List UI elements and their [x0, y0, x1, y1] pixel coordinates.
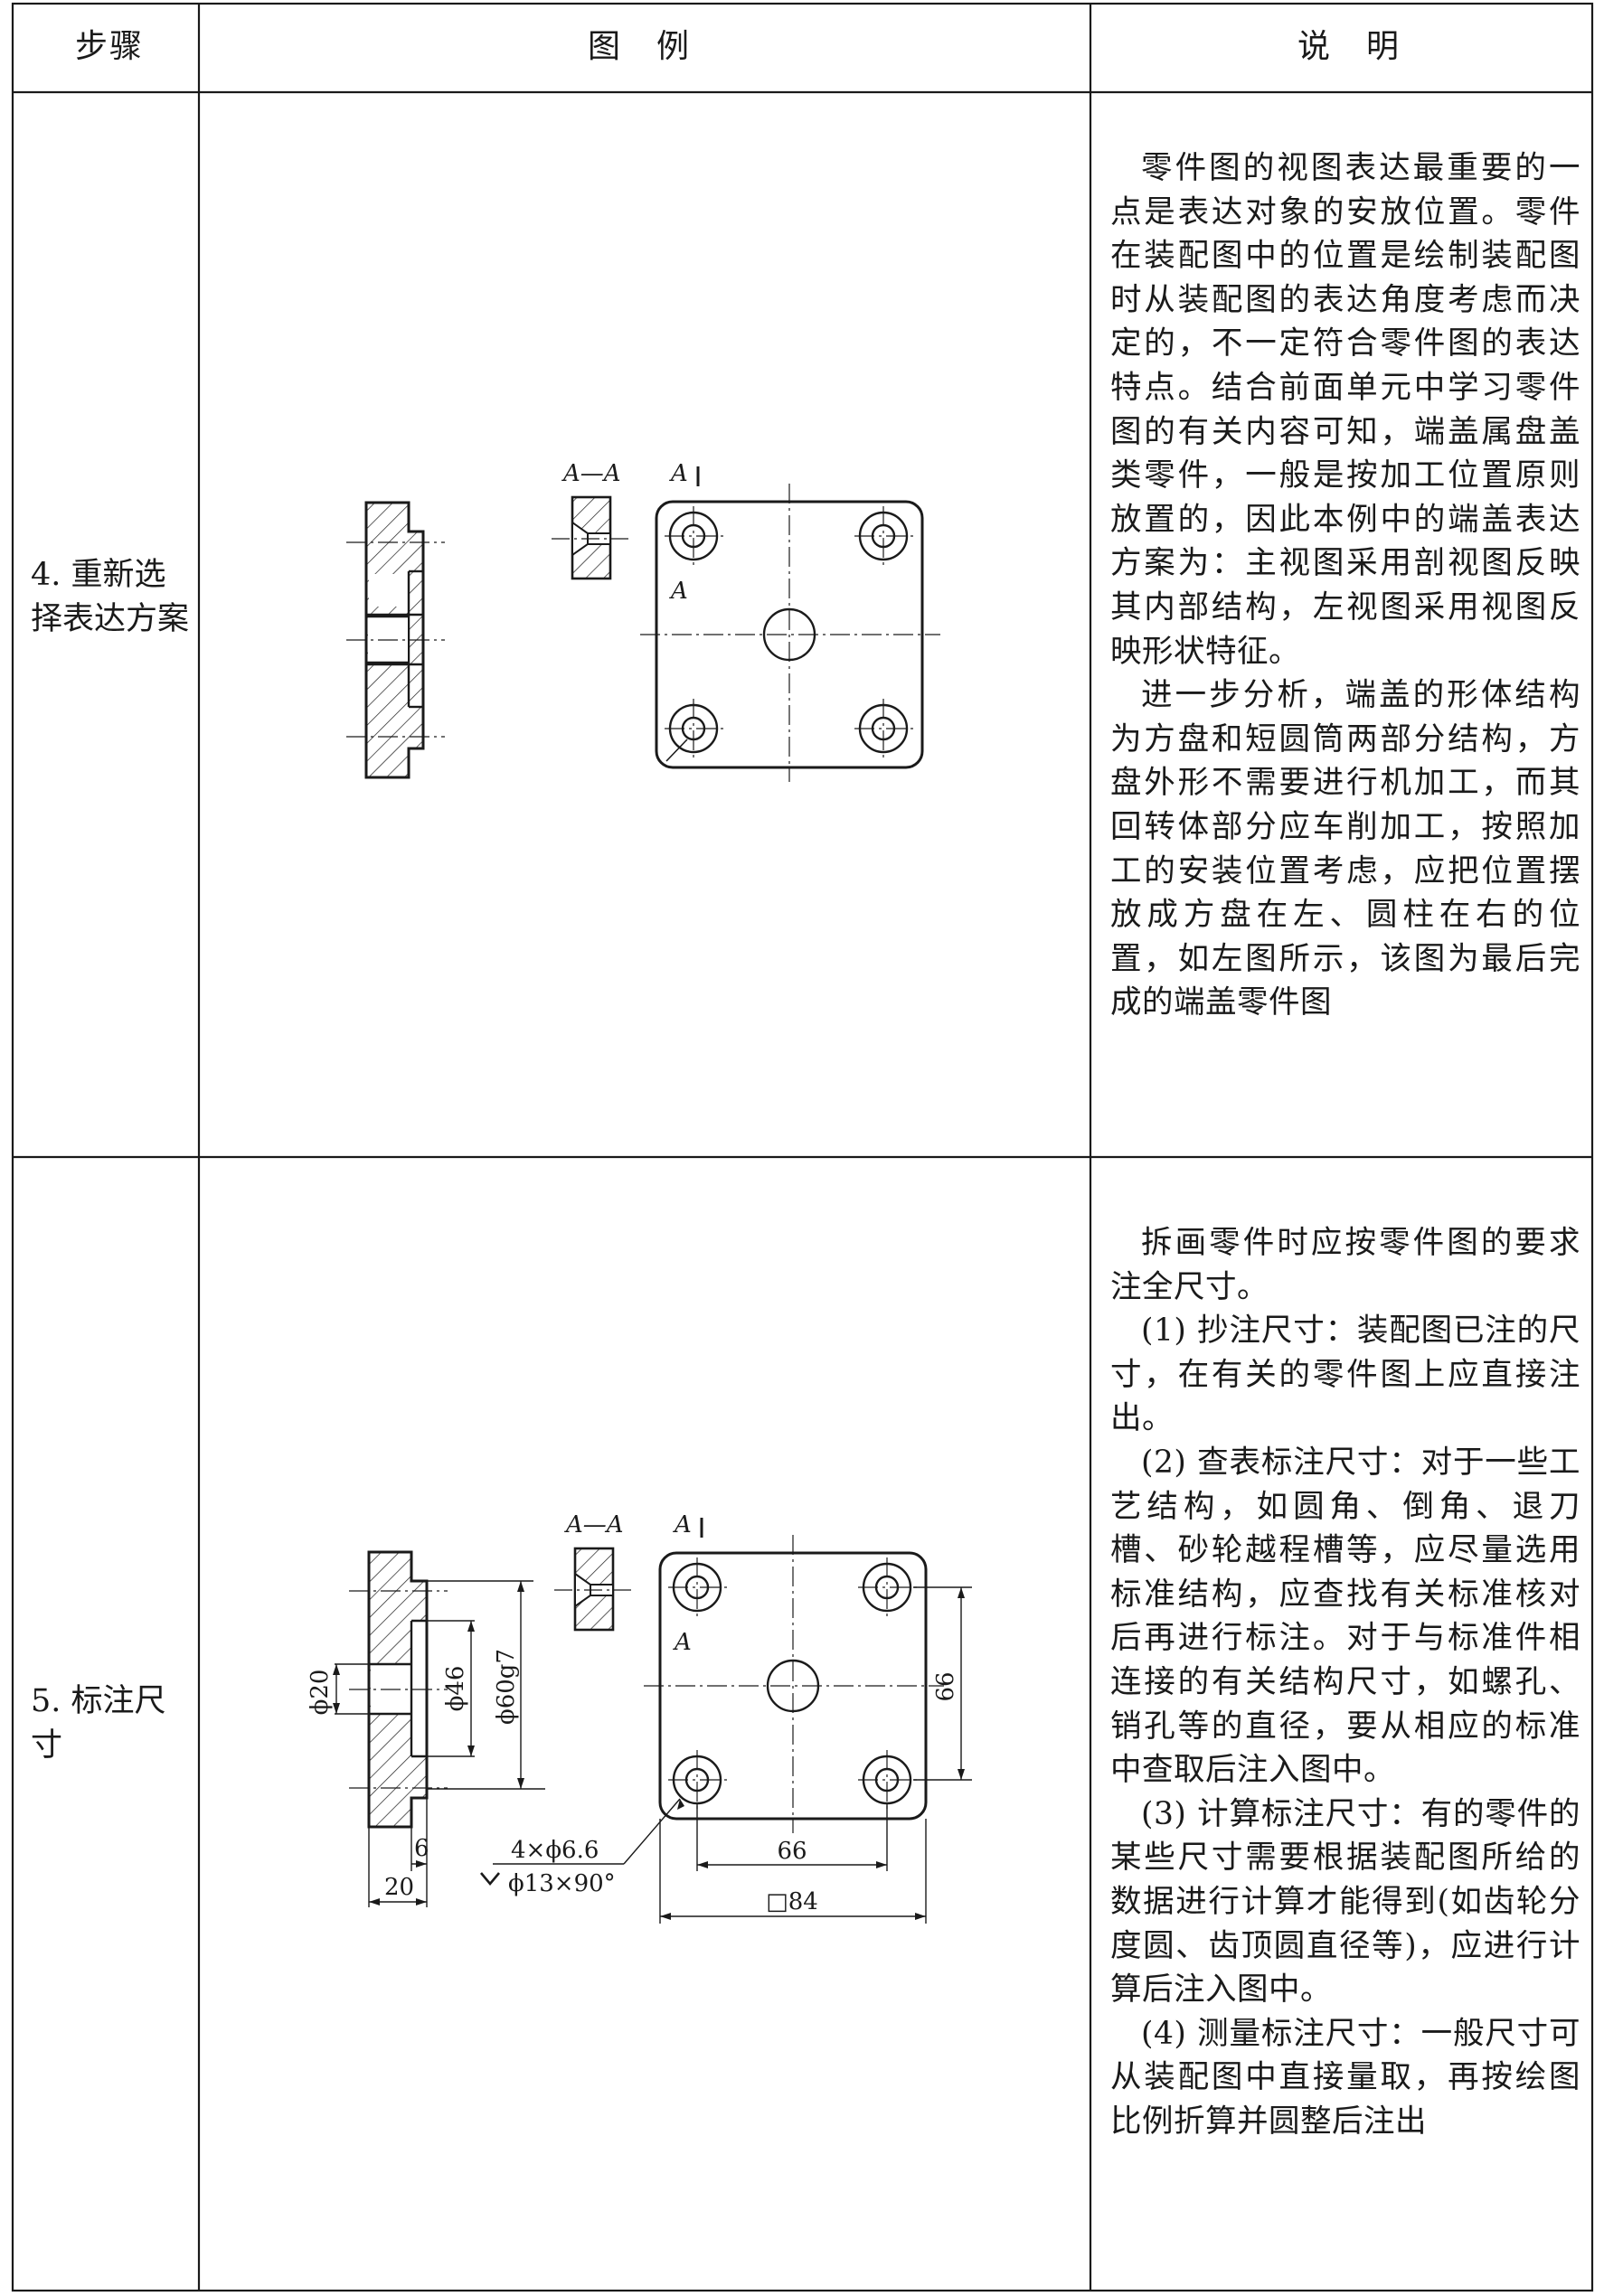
- description-cell: 拆画零件时应按零件图的要求注全尺寸。 (1) 抄注尺寸：装配图已注的尺寸，在有关…: [1110, 1221, 1580, 2143]
- header-figure: 图 例: [588, 28, 692, 65]
- left-view: A A: [480, 1511, 972, 1924]
- end-cover-dimensioned-drawing: ϕ20 ϕ46 ϕ60g7 6 20 A—A A A: [307, 1511, 972, 1924]
- left-view: A A: [640, 460, 940, 782]
- dim-phi20: ϕ20: [307, 1670, 334, 1716]
- description-paragraph: (4) 测量标注尺寸：一般尺寸可从装配图中直接量取，再按绘图比例折算并圆整后注出: [1110, 2015, 1580, 2140]
- dim-84-square: □84: [766, 1888, 818, 1915]
- hole-callout-1: 4×ϕ6.6: [511, 1837, 599, 1864]
- hole-callout-2: ϕ13×90°: [508, 1870, 616, 1897]
- cut-label-top: A: [669, 460, 688, 487]
- description-paragraph: 进一步分析，端盖的形体结构为方盘和短圆筒两部分结构，方盘外形不需要进行机加工，而…: [1110, 677, 1580, 1021]
- section-label: A—A: [564, 1511, 624, 1539]
- description-paragraph: (2) 查表标注尺寸：对于一些工艺结构，如圆角、倒角、退刀槽、砂轮越程槽等，应尽…: [1110, 1444, 1580, 1789]
- header-step: 步骤: [75, 28, 145, 65]
- description-paragraph: (3) 计算标注尺寸：有的零件的某些尺寸需要根据装配图所给的数据进行计算才能得到…: [1110, 1795, 1580, 2009]
- description-cell: 零件图的视图表达最重要的一点是表达对象的安放位置。零件在装配图中的位置是绘制装配…: [1110, 146, 1580, 1025]
- step-label: 5. 标注尺寸: [31, 1683, 166, 1764]
- dim-phi60g7: ϕ60g7: [493, 1649, 520, 1725]
- description-paragraph: 零件图的视图表达最重要的一点是表达对象的安放位置。零件在装配图中的位置是绘制装配…: [1110, 150, 1580, 670]
- cut-label-bottom: A: [673, 1629, 692, 1656]
- countersink-symbol-icon: [480, 1872, 500, 1887]
- main-section-view: [346, 501, 445, 779]
- dim-phi46: ϕ46: [442, 1666, 469, 1712]
- step-label: 4. 重新选择表达方案: [31, 557, 190, 637]
- dim-66-horizontal: 66: [777, 1838, 807, 1865]
- dim-6: 6: [414, 1835, 429, 1862]
- cut-label-top: A: [673, 1511, 692, 1539]
- dim-20: 20: [384, 1874, 414, 1901]
- header-description: 说 明: [1297, 28, 1401, 65]
- cut-label-bottom: A: [669, 578, 688, 605]
- section-label: A—A: [561, 460, 621, 487]
- description-paragraph: 拆画零件时应按零件图的要求注全尺寸。: [1110, 1225, 1580, 1305]
- section-a-a-view: A—A: [552, 460, 628, 580]
- section-a-a-view: A—A: [554, 1511, 631, 1632]
- main-section-view: ϕ20 ϕ46 ϕ60g7 6 20: [307, 1550, 545, 1907]
- end-cover-drawing: A—A A A: [346, 460, 940, 782]
- dim-66-vertical: 66: [932, 1671, 959, 1701]
- description-paragraph: (1) 抄注尺寸：装配图已注的尺寸，在有关的零件图上应直接注出。: [1110, 1313, 1580, 1437]
